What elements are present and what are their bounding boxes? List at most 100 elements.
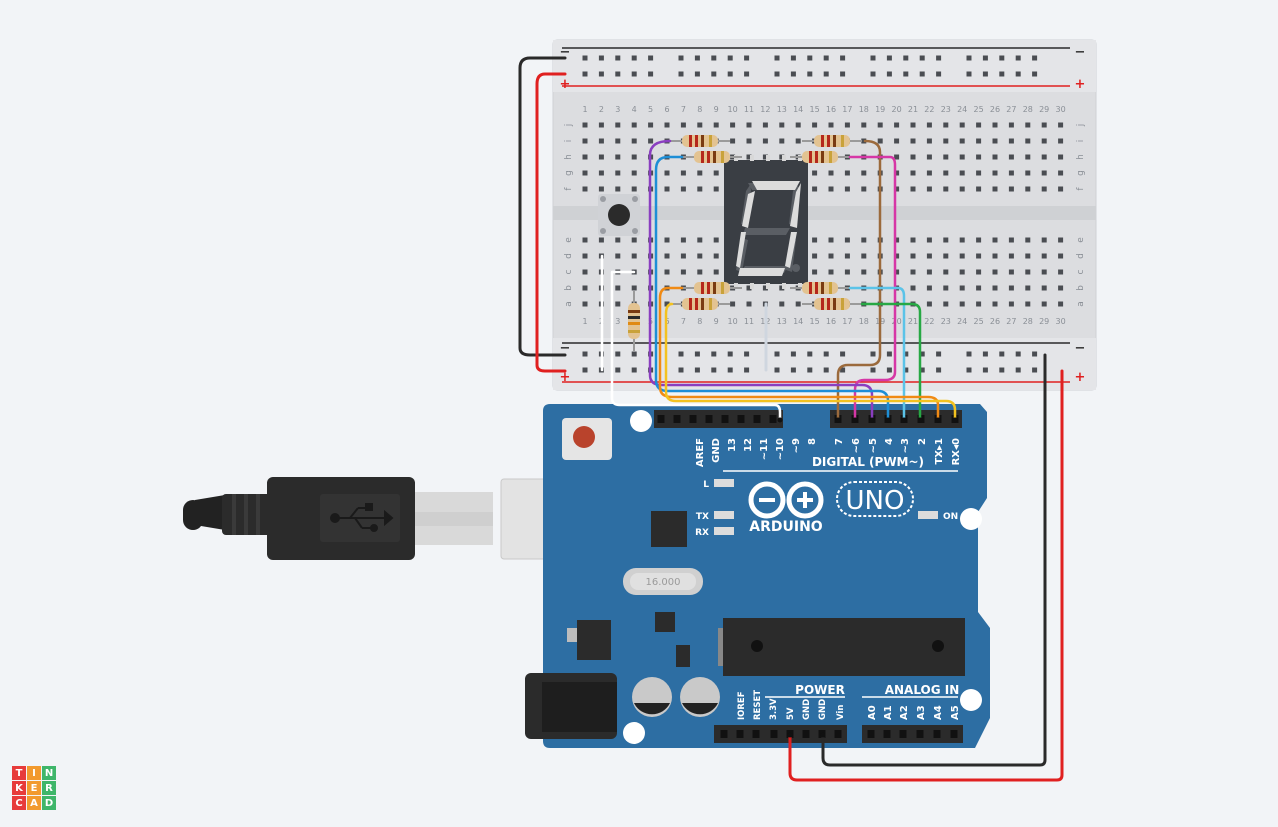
- breadboard-hole[interactable]: [648, 138, 654, 144]
- breadboard-hole[interactable]: [762, 138, 768, 144]
- breadboard-hole[interactable]: [694, 71, 700, 77]
- breadboard-hole[interactable]: [1015, 367, 1021, 373]
- breadboard-hole[interactable]: [774, 71, 780, 77]
- breadboard-hole[interactable]: [582, 154, 588, 160]
- breadboard-hole[interactable]: [926, 269, 932, 275]
- breadboard-hole[interactable]: [910, 186, 916, 192]
- wire[interactable]: [535, 72, 567, 373]
- breadboard-hole[interactable]: [1058, 253, 1064, 259]
- breadboard-hole[interactable]: [582, 138, 588, 144]
- breadboard-hole[interactable]: [886, 71, 892, 77]
- breadboard-hole[interactable]: [615, 367, 621, 373]
- breadboard-hole[interactable]: [943, 138, 949, 144]
- breadboard-hole[interactable]: [779, 285, 785, 291]
- breadboard-hole[interactable]: [1058, 122, 1064, 128]
- breadboard-hole[interactable]: [966, 367, 972, 373]
- breadboard-hole[interactable]: [678, 71, 684, 77]
- header-socket[interactable]: [736, 730, 744, 738]
- resistor[interactable]: [628, 291, 640, 351]
- breadboard-hole[interactable]: [861, 186, 867, 192]
- breadboard-hole[interactable]: [926, 285, 932, 291]
- breadboard-hole[interactable]: [697, 122, 703, 128]
- header-socket[interactable]: [737, 415, 745, 423]
- breadboard-hole[interactable]: [812, 269, 818, 275]
- breadboard-hole[interactable]: [886, 55, 892, 61]
- breadboard-hole[interactable]: [795, 138, 801, 144]
- breadboard-hole[interactable]: [828, 122, 834, 128]
- breadboard-hole[interactable]: [774, 55, 780, 61]
- breadboard-hole[interactable]: [1008, 269, 1014, 275]
- breadboard-hole[interactable]: [1025, 154, 1031, 160]
- breadboard-hole[interactable]: [999, 71, 1005, 77]
- breadboard-hole[interactable]: [631, 138, 637, 144]
- breadboard-hole[interactable]: [774, 351, 780, 357]
- resistor[interactable]: [670, 135, 730, 147]
- breadboard-hole[interactable]: [807, 351, 813, 357]
- header-socket[interactable]: [769, 415, 777, 423]
- breadboard-hole[interactable]: [790, 55, 796, 61]
- breadboard-hole[interactable]: [598, 237, 604, 243]
- breadboard-hole[interactable]: [966, 55, 972, 61]
- breadboard-hole[interactable]: [1058, 237, 1064, 243]
- breadboard-hole[interactable]: [746, 154, 752, 160]
- breadboard-hole[interactable]: [744, 55, 750, 61]
- breadboard-hole[interactable]: [943, 269, 949, 275]
- breadboard-hole[interactable]: [812, 237, 818, 243]
- breadboard-hole[interactable]: [959, 154, 965, 160]
- breadboard-hole[interactable]: [999, 55, 1005, 61]
- usb-cable[interactable]: [183, 477, 610, 560]
- wire[interactable]: [821, 353, 1047, 767]
- breadboard-hole[interactable]: [910, 237, 916, 243]
- breadboard-hole[interactable]: [582, 253, 588, 259]
- breadboard-hole[interactable]: [919, 351, 925, 357]
- breadboard-hole[interactable]: [1025, 301, 1031, 307]
- breadboard-hole[interactable]: [615, 285, 621, 291]
- breadboard-hole[interactable]: [730, 122, 736, 128]
- header-socket[interactable]: [770, 730, 778, 738]
- breadboard-hole[interactable]: [959, 269, 965, 275]
- breadboard-hole[interactable]: [631, 285, 637, 291]
- breadboard-hole[interactable]: [678, 367, 684, 373]
- breadboard-hole[interactable]: [1041, 154, 1047, 160]
- breadboard-hole[interactable]: [844, 237, 850, 243]
- header-socket[interactable]: [705, 415, 713, 423]
- breadboard-hole[interactable]: [992, 122, 998, 128]
- breadboard-hole[interactable]: [711, 71, 717, 77]
- breadboard-hole[interactable]: [936, 351, 942, 357]
- breadboard-hole[interactable]: [910, 154, 916, 160]
- breadboard-hole[interactable]: [1058, 285, 1064, 291]
- breadboard-hole[interactable]: [1025, 285, 1031, 291]
- breadboard-hole[interactable]: [615, 237, 621, 243]
- breadboard-hole[interactable]: [598, 138, 604, 144]
- breadboard-hole[interactable]: [992, 138, 998, 144]
- breadboard-hole[interactable]: [976, 253, 982, 259]
- breadboard-hole[interactable]: [697, 237, 703, 243]
- breadboard-hole[interactable]: [807, 71, 813, 77]
- breadboard-hole[interactable]: [959, 237, 965, 243]
- breadboard-hole[interactable]: [807, 367, 813, 373]
- breadboard-hole[interactable]: [861, 269, 867, 275]
- wire[interactable]: [664, 302, 957, 422]
- seven-segment-display[interactable]: [724, 155, 808, 289]
- breadboard-hole[interactable]: [840, 367, 846, 373]
- wire[interactable]: [518, 56, 567, 357]
- breadboard-hole[interactable]: [615, 55, 621, 61]
- breadboard-hole[interactable]: [894, 269, 900, 275]
- breadboard-hole[interactable]: [795, 301, 801, 307]
- breadboard-hole[interactable]: [697, 170, 703, 176]
- breadboard-hole[interactable]: [746, 122, 752, 128]
- breadboard-hole[interactable]: [694, 55, 700, 61]
- breadboard-hole[interactable]: [828, 170, 834, 176]
- breadboard-hole[interactable]: [615, 351, 621, 357]
- breadboard-hole[interactable]: [1041, 170, 1047, 176]
- breadboard-hole[interactable]: [762, 122, 768, 128]
- breadboard-hole[interactable]: [886, 351, 892, 357]
- breadboard-hole[interactable]: [966, 71, 972, 77]
- breadboard-hole[interactable]: [631, 122, 637, 128]
- breadboard-hole[interactable]: [664, 253, 670, 259]
- breadboard-hole[interactable]: [631, 55, 637, 61]
- breadboard-hole[interactable]: [943, 154, 949, 160]
- breadboard-hole[interactable]: [598, 55, 604, 61]
- breadboard-hole[interactable]: [828, 253, 834, 259]
- breadboard-hole[interactable]: [680, 237, 686, 243]
